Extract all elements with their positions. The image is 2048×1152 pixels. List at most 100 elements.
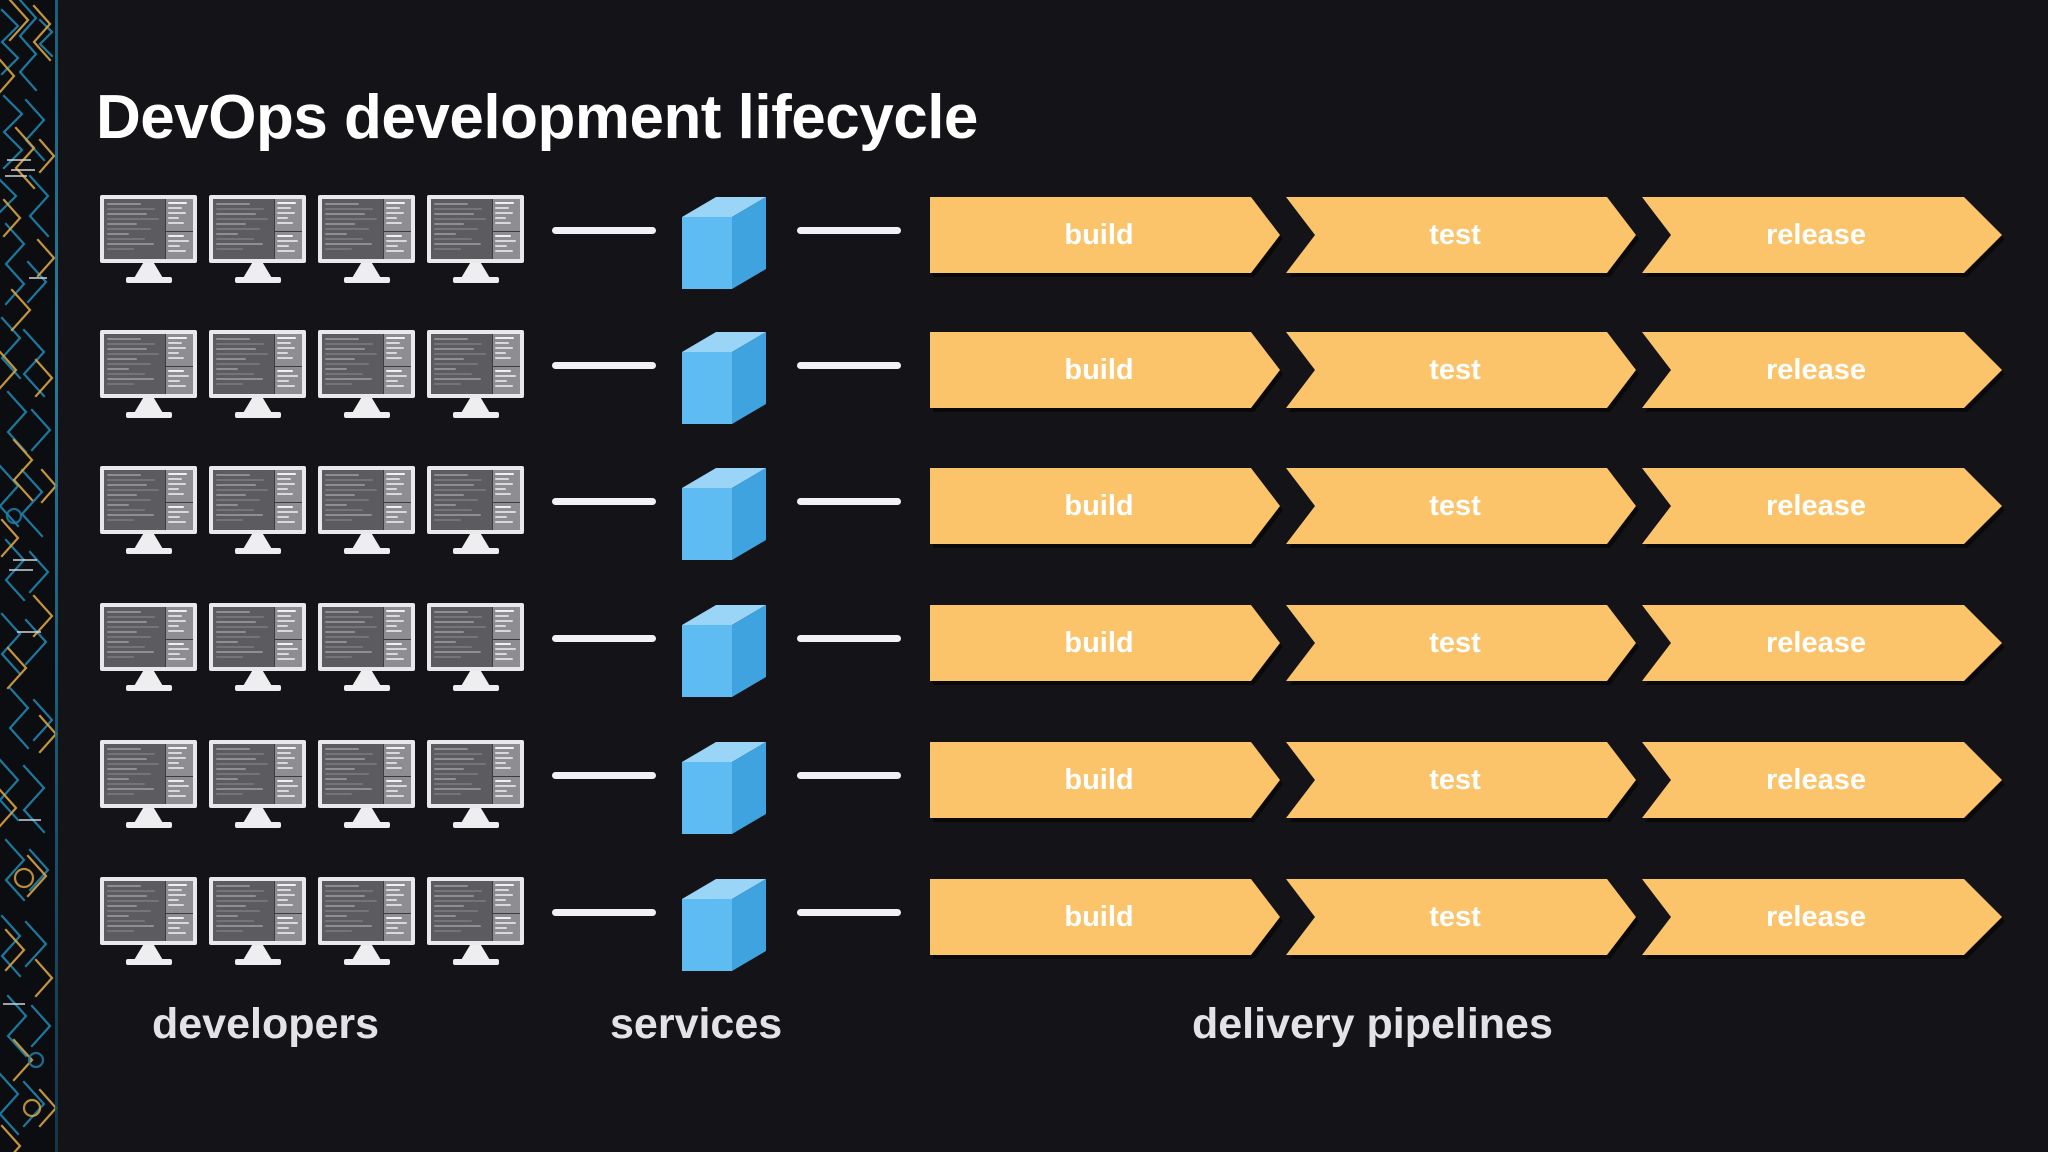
pipeline-stage-test[interactable]: test xyxy=(1286,468,1636,544)
developer-22[interactable] xyxy=(209,877,306,967)
connector-line-left xyxy=(552,498,656,505)
monitor-base xyxy=(125,277,172,283)
developer-21[interactable] xyxy=(100,877,197,967)
pipeline-stage-label: test xyxy=(1429,626,1481,659)
monitor-bezel xyxy=(318,740,415,808)
developer-8[interactable] xyxy=(427,330,524,420)
pipeline-stage-build[interactable]: build xyxy=(930,742,1280,818)
monitor-stand xyxy=(242,671,273,687)
pipeline-stage-test[interactable]: test xyxy=(1286,879,1636,955)
pipeline-stage-test[interactable]: test xyxy=(1286,742,1636,818)
pipeline-stage-build[interactable]: build xyxy=(930,605,1280,681)
monitor-stand xyxy=(460,808,491,824)
pipeline-stage-test[interactable]: test xyxy=(1286,197,1636,273)
sidebar-panel-bottom xyxy=(384,777,411,804)
code-editor-pane xyxy=(431,881,492,941)
pipeline-stage-build[interactable]: build xyxy=(930,332,1280,408)
developer-5[interactable] xyxy=(100,330,197,420)
service-5[interactable] xyxy=(676,740,772,836)
developer-6[interactable] xyxy=(209,330,306,420)
monitor-base xyxy=(343,959,390,965)
developer-10[interactable] xyxy=(209,466,306,556)
monitor-bezel xyxy=(427,603,524,671)
developer-11[interactable] xyxy=(318,466,415,556)
monitor-bezel xyxy=(427,877,524,945)
pipeline-stage-release[interactable]: release xyxy=(1642,605,2002,681)
developer-18[interactable] xyxy=(209,740,306,830)
developer-16[interactable] xyxy=(427,603,524,693)
pipeline-stage-label: release xyxy=(1766,626,1866,659)
pipeline-stage-label: build xyxy=(1064,900,1134,933)
developer-23[interactable] xyxy=(318,877,415,967)
monitor-bezel xyxy=(209,877,306,945)
monitor-bezel xyxy=(100,877,197,945)
monitor-stand xyxy=(351,263,382,279)
monitor-bezel xyxy=(427,195,524,263)
monitor-stand xyxy=(133,945,164,961)
pipeline-stage-build[interactable]: build xyxy=(930,879,1280,955)
developer-13[interactable] xyxy=(100,603,197,693)
monitor-screen xyxy=(213,744,302,804)
delivery-pipeline[interactable]: build test release xyxy=(930,605,2002,681)
monitor-base xyxy=(452,548,499,554)
sidebar-panel-top xyxy=(383,881,411,914)
developer-17[interactable] xyxy=(100,740,197,830)
monitor-bezel xyxy=(318,330,415,398)
service-3[interactable] xyxy=(676,466,772,562)
developer-7[interactable] xyxy=(318,330,415,420)
connector-line-right xyxy=(797,772,901,779)
developer-1[interactable] xyxy=(100,195,197,285)
service-1[interactable] xyxy=(676,195,772,291)
pipeline-stage-release[interactable]: release xyxy=(1642,879,2002,955)
monitor-stand xyxy=(460,263,491,279)
sidebar-panel-top xyxy=(492,199,520,232)
monitor-bezel xyxy=(100,330,197,398)
connector-line-right xyxy=(797,909,901,916)
developer-24[interactable] xyxy=(427,877,524,967)
developer-4[interactable] xyxy=(427,195,524,285)
developer-14[interactable] xyxy=(209,603,306,693)
pipeline-stage-release[interactable]: release xyxy=(1642,742,2002,818)
editor-sidebar-pane xyxy=(273,334,302,394)
monitor-stand xyxy=(242,945,273,961)
monitor-bezel xyxy=(209,740,306,808)
monitor-screen xyxy=(104,199,193,259)
developer-15[interactable] xyxy=(318,603,415,693)
monitor-screen xyxy=(322,881,411,941)
service-4[interactable] xyxy=(676,603,772,699)
monitor-screen xyxy=(104,470,193,530)
pipeline-stage-test[interactable]: test xyxy=(1286,605,1636,681)
pipeline-stage-build[interactable]: build xyxy=(930,197,1280,273)
pipeline-stage-release[interactable]: release xyxy=(1642,197,2002,273)
monitor-bezel xyxy=(318,466,415,534)
monitor-base xyxy=(125,685,172,691)
sidebar-panel-top xyxy=(165,744,193,777)
editor-sidebar-pane xyxy=(382,199,411,259)
developer-2[interactable] xyxy=(209,195,306,285)
developer-19[interactable] xyxy=(318,740,415,830)
editor-sidebar-pane xyxy=(382,744,411,804)
sidebar-panel-bottom xyxy=(275,503,302,530)
pipeline-stage-build[interactable]: build xyxy=(930,468,1280,544)
sidebar-panel-top xyxy=(274,881,302,914)
developer-9[interactable] xyxy=(100,466,197,556)
pipeline-stage-label: build xyxy=(1064,353,1134,386)
pipeline-stage-release[interactable]: release xyxy=(1642,468,2002,544)
service-6[interactable] xyxy=(676,877,772,973)
service-2[interactable] xyxy=(676,330,772,426)
developer-3[interactable] xyxy=(318,195,415,285)
pipeline-stage-release[interactable]: release xyxy=(1642,332,2002,408)
monitor-screen xyxy=(322,744,411,804)
pipeline-stage-test[interactable]: test xyxy=(1286,332,1636,408)
monitor-bezel xyxy=(100,466,197,534)
sidebar-panel-top xyxy=(165,334,193,367)
developer-20[interactable] xyxy=(427,740,524,830)
developer-12[interactable] xyxy=(427,466,524,556)
